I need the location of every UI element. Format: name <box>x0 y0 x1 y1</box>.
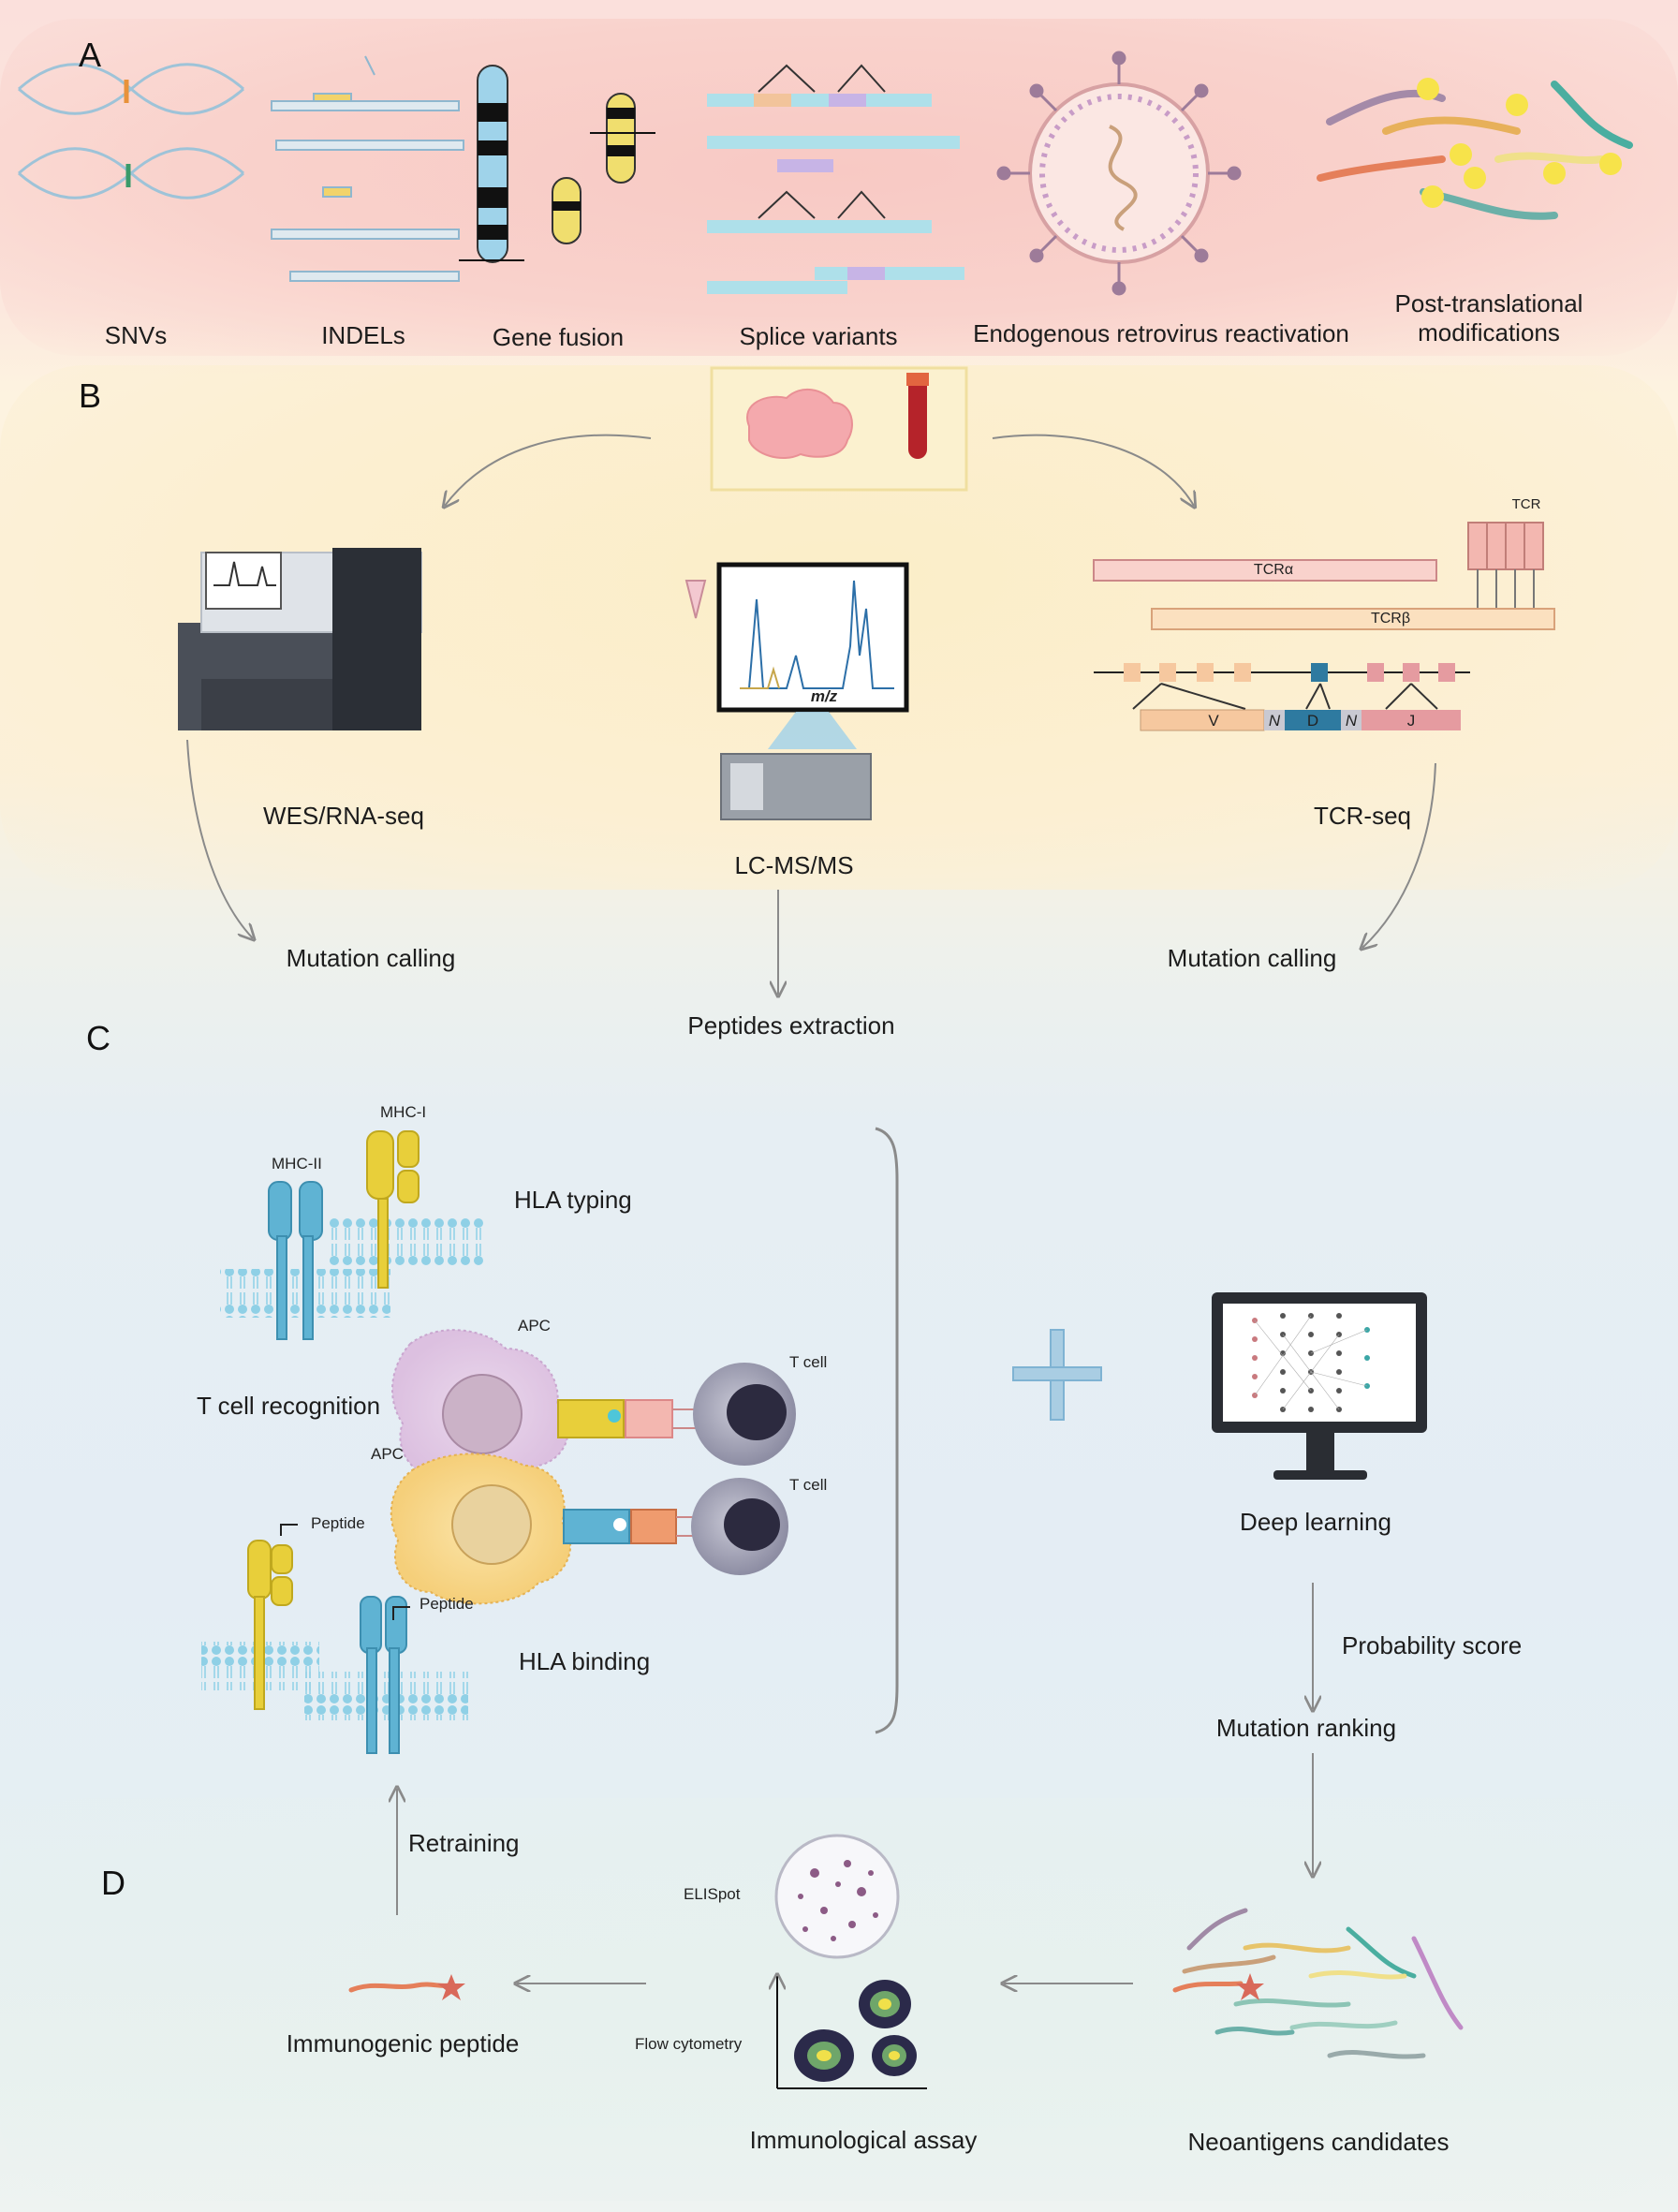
section-a-background <box>0 19 1678 356</box>
segment-j: J <box>1406 712 1416 730</box>
flow-cytometry-plot <box>777 1976 927 2089</box>
label-indels: INDELs <box>321 321 405 349</box>
label-lcms: LC-MS/MS <box>734 851 854 879</box>
plus-sign <box>1012 1329 1102 1421</box>
label-neoantigens-candidates: Neoantigens candidates <box>1187 2128 1450 2156</box>
apc-tcell-bottom <box>390 1453 788 1605</box>
section-letter-b: B <box>79 376 102 415</box>
segment-n1: N <box>1268 712 1281 730</box>
label-mutation-calling-right: Mutation calling <box>1167 944 1337 972</box>
gene-fusion-icon <box>459 65 655 263</box>
label-flow-cytometry: Flow cytometry <box>635 2035 743 2053</box>
ptm-icon <box>1317 78 1633 220</box>
section-letter-d: D <box>101 1864 125 1902</box>
section-letter-c: C <box>86 1019 110 1057</box>
label-probability-score: Probability score <box>1342 1631 1523 1659</box>
label-ptm: Post-translational modifications <box>1394 289 1583 347</box>
label-splice-variants: Splice variants <box>739 322 898 350</box>
label-tcrseq: TCR-seq <box>1313 802 1412 830</box>
label-retraining: Retraining <box>408 1829 520 1857</box>
label-tcr: TCR <box>1511 496 1541 512</box>
retrovirus-icon <box>996 51 1242 296</box>
label-mhc-i: MHC-I <box>380 1103 427 1121</box>
segment-v: V <box>1208 712 1219 730</box>
monitor-icon <box>1212 1292 1427 1480</box>
label-hla-typing: HLA typing <box>514 1186 632 1214</box>
elispot-well <box>774 1834 900 1959</box>
tcr-diagram <box>1093 522 1555 731</box>
label-snvs: SNVs <box>104 321 168 349</box>
label-endogenous-retrovirus: Endogenous retrovirus reactivation <box>973 319 1349 347</box>
label-elispot: ELISpot <box>684 1885 741 1903</box>
sequencer-icon <box>178 548 422 730</box>
segment-d: D <box>1306 712 1319 730</box>
immunogenic-peptide-icon <box>348 1974 465 2000</box>
mass-spec-icon <box>684 562 909 820</box>
label-immunological-assay: Immunological assay <box>749 2126 978 2154</box>
neoantigen-peptides <box>1172 1908 1464 2059</box>
label-apc-top: APC <box>518 1317 551 1335</box>
section-letter-a: A <box>79 36 102 74</box>
label-tcr-beta: TCRβ <box>1370 611 1411 627</box>
label-peptide-2: Peptide <box>420 1595 474 1613</box>
label-deep-learning: Deep learning <box>1240 1508 1391 1536</box>
sample-box <box>710 366 968 492</box>
label-tcr-alpha: TCRα <box>1253 562 1294 578</box>
label-mhc-ii: MHC-II <box>272 1155 322 1172</box>
label-t-cell-bottom: T cell <box>789 1476 828 1494</box>
label-mutation-calling-left: Mutation calling <box>286 944 456 972</box>
label-wes-rnaseq: WES/RNA-seq <box>263 802 424 830</box>
hla-binding-illustration <box>201 1524 468 1754</box>
hla-typing-illustration <box>220 1130 483 1340</box>
label-immunogenic-peptide: Immunogenic peptide <box>286 2029 520 2057</box>
label-peptide-1: Peptide <box>311 1514 365 1532</box>
label-t-cell-top: T cell <box>789 1353 828 1371</box>
indel-icon <box>271 55 464 282</box>
label-peptides-extraction: Peptides extraction <box>687 1011 895 1040</box>
label-apc-bottom: APC <box>371 1445 404 1463</box>
label-t-cell-recognition: T cell recognition <box>197 1392 381 1420</box>
snv-dna-icon <box>18 63 244 199</box>
label-hla-binding: HLA binding <box>519 1647 651 1675</box>
splice-variants-icon <box>707 64 964 294</box>
label-mutation-ranking: Mutation ranking <box>1215 1714 1397 1742</box>
label-gene-fusion: Gene fusion <box>492 323 625 351</box>
segment-n2: N <box>1345 712 1358 730</box>
ms-axis-label: m/z <box>810 687 838 705</box>
